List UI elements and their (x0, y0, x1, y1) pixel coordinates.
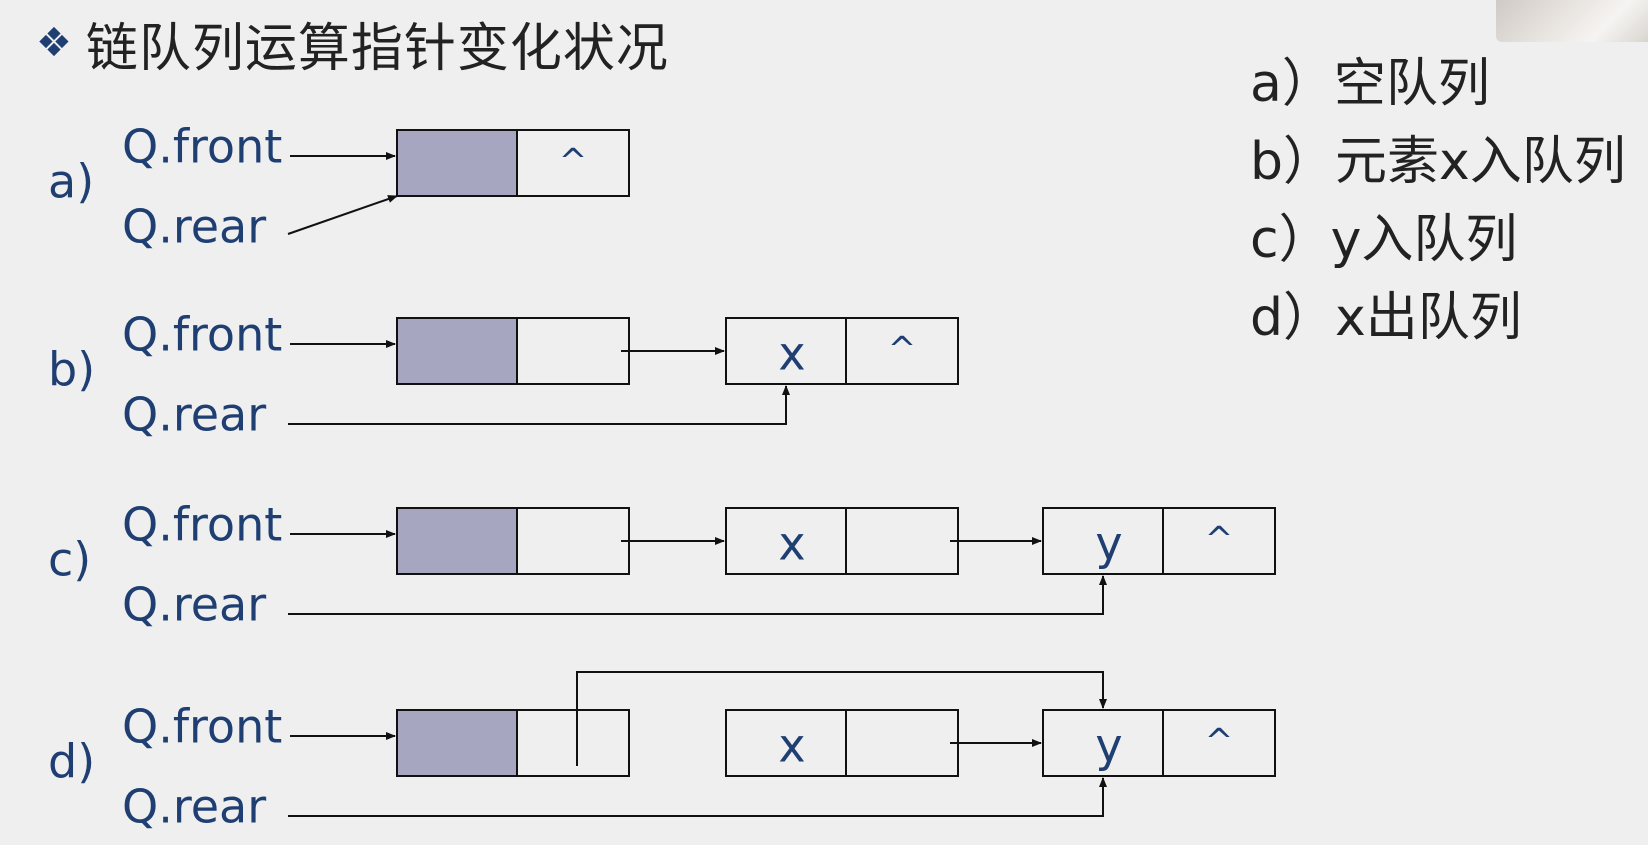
head-node-next-cell (516, 317, 630, 385)
legend-item-c: c）y入队列 (1250, 210, 1518, 270)
row-label: b) (48, 343, 95, 397)
legend-item-a: a）空队列 (1250, 54, 1490, 114)
node-data-value: x (778, 327, 805, 381)
slide-title: 链队列运算指针变化状况 (85, 18, 669, 79)
node-next-cell (1162, 507, 1276, 575)
rear-pointer-label: Q.rear (122, 200, 266, 254)
rear-arrow (288, 777, 1107, 817)
node-data-value: y (1095, 719, 1122, 773)
row-label: a) (48, 155, 94, 209)
head-node-data-cell (396, 317, 518, 385)
null-pointer-mark: ^ (559, 142, 588, 182)
row-label: c) (48, 533, 91, 587)
rear-pointer-label: Q.rear (122, 578, 266, 632)
head-node-next-cell (516, 129, 630, 197)
front-pointer-label: Q.front (122, 120, 282, 174)
node-next-cell (845, 317, 959, 385)
rear-arrow (288, 575, 1107, 615)
node-data-value: x (778, 719, 805, 773)
legend-item-b: b）元素x入队列 (1250, 132, 1626, 192)
null-pointer-mark: ^ (1205, 722, 1234, 762)
rear-pointer-label: Q.rear (122, 780, 266, 834)
corner-photo (1496, 0, 1648, 42)
node-data-value: y (1095, 517, 1122, 571)
head-node-next-cell (516, 507, 630, 575)
rear-arrow (287, 195, 398, 235)
rear-pointer-label: Q.rear (122, 388, 266, 442)
slide-title-row: ❖ 链队列运算指针变化状况 (36, 8, 669, 79)
head-node-data-cell (396, 129, 518, 197)
legend-item-d: d）x出队列 (1250, 288, 1522, 348)
rear-arrow (288, 385, 790, 425)
legend: a）空队列 b）元素x入队列 c）y入队列 d）x出队列 (1250, 52, 1626, 350)
head-next-to-y-arrow (576, 671, 1107, 766)
head-node-next-cell (516, 709, 630, 777)
null-pointer-mark: ^ (888, 330, 917, 370)
head-node-data-cell (396, 709, 518, 777)
row-label: d) (48, 735, 95, 789)
null-pointer-mark: ^ (1205, 520, 1234, 560)
node-next-cell (845, 507, 959, 575)
front-pointer-label: Q.front (122, 498, 282, 552)
node-next-cell (845, 709, 959, 777)
node-data-value: x (778, 517, 805, 571)
diamond-bullet-icon: ❖ (36, 20, 72, 66)
front-pointer-label: Q.front (122, 308, 282, 362)
front-pointer-label: Q.front (122, 700, 282, 754)
node-next-cell (1162, 709, 1276, 777)
head-node-data-cell (396, 507, 518, 575)
